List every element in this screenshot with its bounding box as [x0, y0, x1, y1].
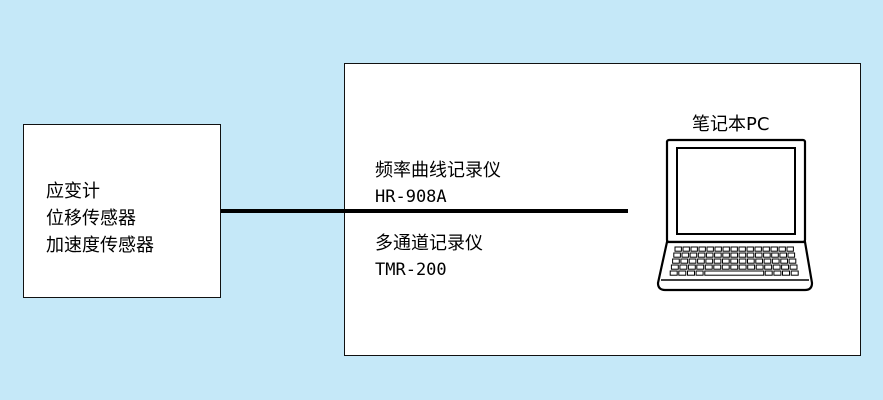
keyboard-key — [755, 258, 764, 264]
keyboard-key — [747, 258, 755, 264]
keyboard-key — [778, 246, 786, 252]
keyboard-key — [788, 258, 797, 264]
keyboard-key — [689, 252, 698, 258]
keyboard-key — [714, 246, 722, 252]
sensor-item-strain-gauge: 应变计 — [46, 181, 100, 202]
keyboard-key — [779, 252, 788, 258]
keyboard-key — [730, 258, 739, 264]
keyboard-key — [790, 270, 799, 276]
keyboard-key — [697, 252, 706, 258]
laptop-label: 笔记本PC — [692, 114, 770, 135]
keyboard-key — [697, 258, 705, 264]
keyboard-key — [730, 246, 738, 252]
keyboard-spacebar — [704, 270, 765, 276]
sensor-box: 应变计 位移传感器 加速度传感器 — [23, 124, 221, 298]
frequency-recorder-name: 频率曲线记录仪 — [375, 160, 501, 181]
keyboard-key — [678, 270, 687, 276]
keyboard-key — [762, 246, 770, 252]
keyboard-key — [771, 258, 780, 264]
keyboard-key — [705, 258, 714, 264]
signal-cable — [221, 209, 628, 213]
sensor-list: 应变计 位移传感器 加速度传感器 — [46, 178, 154, 259]
keyboard-key — [714, 252, 722, 258]
keyboard-key — [670, 264, 679, 270]
sensor-item-acceleration: 加速度传感器 — [46, 235, 154, 256]
keyboard-key — [789, 264, 798, 270]
keyboard-key — [696, 264, 705, 270]
keyboard-key — [688, 258, 697, 264]
keyboard-key — [722, 246, 730, 252]
multichannel-recorder-name: 多通道记录仪 — [375, 233, 483, 254]
keyboard-key — [721, 264, 730, 270]
keyboard-key — [754, 246, 762, 252]
keyboard-key — [695, 270, 704, 276]
keyboard-key — [698, 246, 706, 252]
keyboard-key — [722, 258, 730, 264]
keyboard-key — [722, 252, 730, 258]
keyboard-key — [771, 252, 779, 258]
keyboard-key — [738, 258, 747, 264]
keyboard-key — [772, 264, 781, 270]
keyboard-key — [730, 264, 739, 270]
keyboard-key — [713, 258, 722, 264]
keyboard-key — [730, 252, 739, 258]
keyboard-key — [713, 264, 722, 270]
keyboard-key — [672, 258, 680, 264]
keyboard-key — [738, 246, 746, 252]
multichannel-recorder-model: TMR-200 — [375, 260, 447, 280]
keyboard-key — [781, 264, 789, 270]
keyboard-key — [738, 252, 747, 258]
keyboard-key — [764, 264, 773, 270]
keyboard-key — [773, 270, 782, 276]
keyboard-key — [680, 258, 689, 264]
keyboard-key — [780, 258, 789, 264]
keyboard-key — [738, 264, 747, 270]
keyboard-key — [747, 264, 756, 270]
keyboard-key — [705, 252, 714, 258]
keyboard-key — [681, 252, 690, 258]
sensor-item-displacement: 位移传感器 — [46, 208, 136, 229]
keyboard-key — [673, 252, 681, 258]
keyboard-key — [746, 246, 754, 252]
keyboard-key — [674, 246, 682, 252]
keyboard-key — [786, 246, 794, 252]
keyboard-key — [704, 264, 713, 270]
keyboard-key — [787, 252, 796, 258]
laptop-icon — [656, 138, 814, 292]
keyboard-key — [679, 264, 688, 270]
keyboard-key — [682, 246, 690, 252]
keyboard-key — [763, 252, 771, 258]
frequency-recorder-model: HR-908A — [375, 187, 447, 207]
keyboard-key — [706, 246, 714, 252]
keyboard-key — [764, 270, 773, 276]
keyboard-key — [687, 270, 695, 276]
keyboard-key — [669, 270, 678, 276]
keyboard-key — [763, 258, 772, 264]
keyboard-key — [754, 252, 763, 258]
keyboard-key — [690, 246, 698, 252]
keyboard-key — [755, 264, 764, 270]
keyboard-key — [782, 270, 790, 276]
keyboard-key — [746, 252, 755, 258]
keyboard-key — [770, 246, 778, 252]
keyboard-key — [687, 264, 696, 270]
